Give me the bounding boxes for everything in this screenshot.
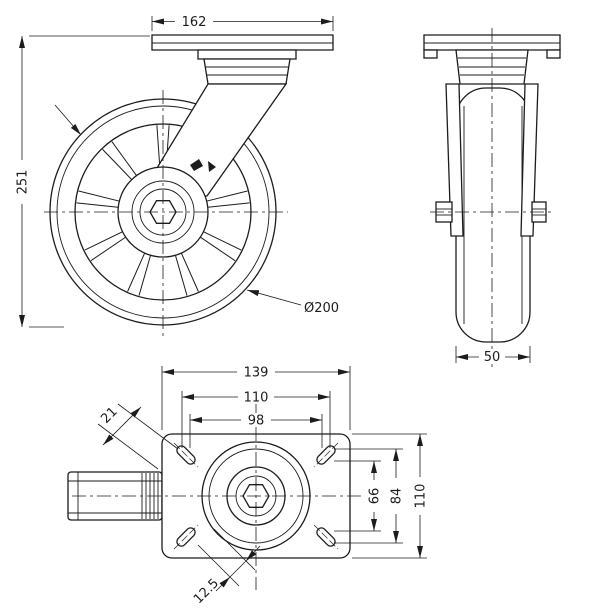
front-view: 162 251 Ø200 [15,15,339,340]
dim-wheel-width-label: 50 [484,350,501,365]
wheel-side [455,87,531,343]
side-dimensions: 50 [455,346,531,365]
fork-legs-side [445,83,539,237]
plan-dimensions: 139 110 98 21 66 [97,365,429,607]
brand-logo-mark [190,159,216,172]
dim-hole-span-h-outer-label: 110 [244,391,269,406]
dim-slot-width-label: 12.5 [191,576,222,607]
wheel-diameter-leader [246,289,302,306]
dim-plate-length-label: 162 [182,15,207,30]
front-centerlines [44,90,288,340]
front-dimensions: 162 251 Ø200 [15,15,339,328]
dim-hole-span-h-inner-label: 98 [248,414,265,429]
dim-plate-width-label: 139 [244,366,269,381]
side-view: 50 [423,28,561,368]
mounting-plate-front [151,34,334,51]
dim-overall-height-label: 251 [16,170,31,195]
plan-view: 139 110 98 21 66 [67,365,429,607]
dim-corner-slot-label: 21 [98,404,120,426]
dim-plate-depth-label: 110 [414,484,429,509]
dim-hole-span-v-outer-label: 84 [390,488,405,505]
swivel-fork-front [117,34,334,258]
dim-hole-span-v-inner-label: 66 [368,488,383,505]
tread-leader-arrow [54,104,82,136]
dim-wheel-diameter-label: Ø200 [304,301,339,316]
axle-side [435,201,547,223]
side-centerlines [430,28,554,368]
swivel-housing-front [197,49,297,85]
